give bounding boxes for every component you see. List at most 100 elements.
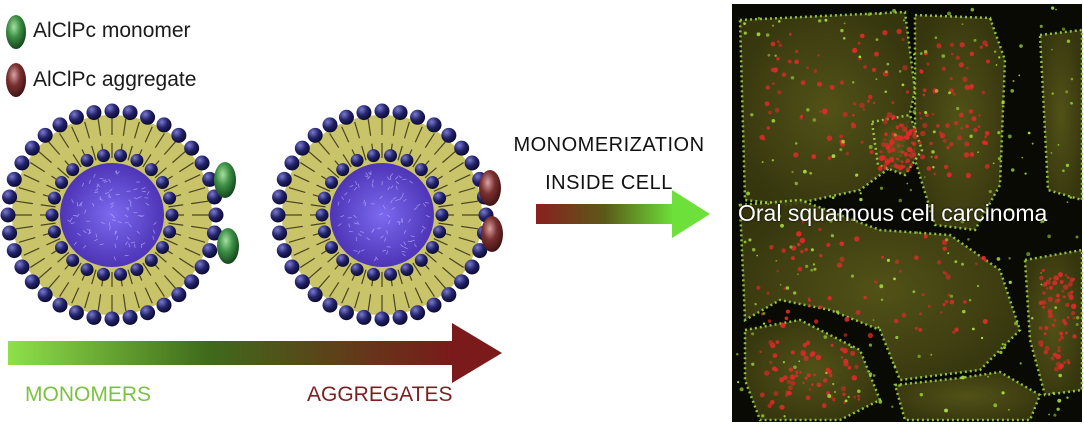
green-fluorescence [997,131,1001,135]
green-fluorescence [1024,172,1027,175]
red-fluorescence [898,269,902,273]
green-fluorescence [934,89,939,93]
green-fluorescence [1048,413,1050,416]
red-fluorescence [927,304,931,308]
red-fluorescence [770,67,775,72]
red-fluorescence [912,127,917,133]
red-fluorescence [816,382,822,388]
red-fluorescence [789,374,796,380]
green-fluorescence [791,170,794,174]
lipid-head [2,189,18,205]
green-fluorescence [794,142,798,145]
green-fluorescence [839,148,843,152]
red-fluorescence [822,108,828,114]
green-fluorescence [945,238,949,242]
lipid-head [425,176,439,190]
green-fluorescence [778,214,782,218]
green-fluorescence [1040,283,1043,286]
red-fluorescence [894,259,900,265]
green-fluorescence [872,374,876,377]
green-fluorescence [912,290,916,294]
green-fluorescence [1040,220,1043,224]
green-fluorescence [913,53,915,56]
lipid-head [425,240,439,254]
lipid-head [276,243,292,259]
cell-outline [743,318,882,422]
red-fluorescence [857,394,860,398]
red-fluorescence [963,300,967,304]
green-fluorescence [1062,169,1065,173]
red-fluorescence [981,90,986,95]
red-fluorescence [944,272,948,276]
red-fluorescence [1063,321,1068,326]
lipid-head [315,208,329,222]
red-fluorescence [872,101,876,105]
red-fluorescence [969,83,974,89]
lipid-head [52,117,68,133]
red-fluorescence [969,152,975,157]
red-fluorescence [842,347,848,354]
red-fluorescence [1072,316,1076,320]
red-fluorescence [950,52,954,56]
red-fluorescence [936,43,942,49]
lipid-head [356,309,372,325]
red-fluorescence [776,269,780,273]
red-fluorescence [942,246,947,251]
red-fluorescence [1067,281,1073,287]
green-fluorescence [835,310,840,314]
red-fluorescence [1044,345,1050,351]
red-fluorescence [768,339,774,346]
green-fluorescence [895,335,899,340]
micrograph-label: Oral squamous cell carcinoma [738,200,1048,226]
red-fluorescence [1038,326,1043,330]
green-fluorescence [790,75,795,80]
red-fluorescence [881,255,885,259]
red-fluorescence [772,353,778,358]
green-fluorescence [969,134,973,139]
green-fluorescence [774,54,777,57]
red-fluorescence [898,123,903,127]
red-fluorescence [1072,334,1077,339]
green-fluorescence [917,354,921,359]
lipid-head [356,105,372,121]
red-fluorescence [813,373,816,377]
red-fluorescence [781,248,786,253]
green-fluorescence [1070,77,1074,81]
green-fluorescence [919,52,923,55]
cell-outline [893,370,1042,422]
lipid-head [55,176,69,190]
green-fluorescence [827,394,832,398]
green-fluorescence [1051,48,1053,51]
lipid-head [68,109,84,125]
green-fluorescence [767,203,770,206]
red-fluorescence [827,156,832,160]
red-fluorescence [942,303,946,307]
green-fluorescence [809,171,813,175]
red-fluorescence [787,59,792,64]
green-fluorescence [1007,134,1012,139]
red-fluorescence [829,374,833,378]
lipid-head [350,153,364,167]
red-fluorescence [922,88,927,93]
lipid-head [336,163,350,177]
green-fluorescence [772,24,775,27]
cell-outline [738,10,917,207]
red-fluorescence [1055,293,1060,298]
red-fluorescence [902,126,908,132]
cell-outline [1038,28,1084,202]
lipid-head [24,274,40,290]
red-fluorescence [1061,289,1065,293]
lipid-head [366,149,380,163]
red-fluorescence [1051,323,1056,328]
green-fluorescence [1069,196,1073,199]
red-fluorescence [960,126,963,130]
green-fluorescence [762,311,766,315]
red-fluorescence [946,145,950,150]
red-fluorescence [975,262,978,265]
aggregate-dye [479,170,501,206]
lipid-head [294,140,310,156]
red-fluorescence [964,141,970,147]
red-fluorescence [785,309,790,314]
green-fluorescence [1031,142,1034,145]
red-fluorescence [852,101,857,106]
